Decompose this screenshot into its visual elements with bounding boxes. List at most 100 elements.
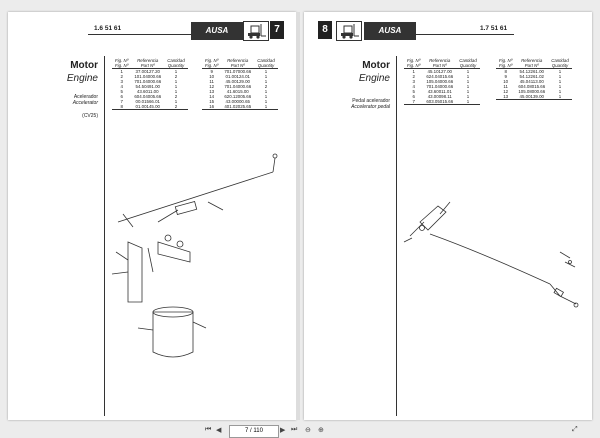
cell-fig: 2 — [120, 74, 123, 79]
last-page-icon[interactable]: ⏭ — [291, 426, 298, 433]
cell-ref: 701.04000.66 — [134, 79, 162, 84]
cell-ref: 43.6011.00 — [136, 89, 159, 94]
cell-fig: 13 — [496, 94, 516, 100]
viewer-toolbar: ⏮ ◀ ▶ ⏭ ⊖ ⊕ ⤢ — [0, 423, 600, 438]
cell-qty: 1 — [264, 89, 268, 94]
cell-qty: 1 — [466, 79, 470, 84]
cell-fig: 8 — [504, 69, 507, 74]
cell-ref: 604.04005.66 — [134, 94, 162, 99]
cell-qty: 2 — [174, 74, 178, 79]
page-code: 1.6 51 61 — [94, 25, 122, 32]
cell-ref: 01.00124.01 — [225, 74, 250, 79]
section-title: Motor — [362, 60, 390, 71]
cell-qty: 1 — [174, 89, 178, 94]
cell-ref: 701.07000.66 — [224, 69, 252, 74]
cell-ref: 105.08000.66 — [518, 89, 546, 94]
cell-qty: 1 — [558, 69, 562, 74]
column-divider — [104, 56, 105, 416]
cell-qty: 1 — [174, 69, 178, 74]
cell-fig: 1 — [412, 69, 415, 74]
table-row: 13 41.6015.00 1 — [202, 89, 278, 94]
zoom-out-icon[interactable]: ⊖ — [305, 427, 311, 434]
cell-qty: 1 — [466, 84, 470, 89]
cell-fig: 14 — [209, 94, 215, 99]
cell-fig: 16 — [202, 104, 222, 110]
cell-fig: 4 — [412, 84, 415, 89]
cell-ref: 701.04000.66 — [426, 84, 454, 89]
cell-ref: 43.00098.11 — [427, 94, 452, 99]
cell-fig: 11 — [209, 79, 214, 84]
cell-ref: 41.6015.00 — [226, 89, 249, 94]
cell-fig: 12 — [503, 89, 509, 94]
cell-fig: 3 — [412, 79, 415, 84]
first-page-icon[interactable]: ⏮ — [205, 426, 212, 433]
forklift-icon — [336, 21, 362, 41]
cell-ref: 603.05015.66 — [423, 99, 457, 105]
page-gutter — [296, 12, 300, 420]
fullscreen-icon[interactable]: ⤢ — [572, 426, 578, 433]
page-number-badge: 8 — [318, 21, 332, 39]
previous-page-icon[interactable]: ◀ — [216, 427, 222, 434]
cell-fig: 7 — [120, 99, 123, 104]
table-row: 4 701.04000.66 1 — [404, 84, 480, 89]
cell-ref: 101.04000.66 — [134, 74, 162, 79]
zoom-in-icon[interactable]: ⊕ — [318, 427, 324, 434]
cell-qty: 1 — [264, 69, 268, 74]
cell-qty: 1 — [466, 69, 470, 74]
cell-qty: 1 — [174, 99, 178, 104]
cell-ref: 401.02025.65 — [221, 104, 255, 110]
cell-fig: 5 — [120, 89, 123, 94]
table-row: 12 105.08000.66 1 — [496, 89, 572, 94]
table-row: 3 701.04000.66 1 — [112, 79, 188, 84]
cell-qty: 1 — [558, 89, 562, 94]
cell-fig: 8 — [112, 104, 132, 110]
cell-qty: 1 — [466, 94, 470, 99]
next-page-icon[interactable]: ▶ — [280, 427, 286, 434]
cell-fig: 3 — [120, 79, 123, 84]
cell-fig: 1 — [120, 69, 123, 74]
cell-ref: 45.00139.00 — [515, 94, 549, 100]
accelerator-pedal-diagram — [403, 201, 579, 308]
cell-fig: 10 — [503, 79, 509, 84]
cell-qty: 1 — [466, 89, 470, 94]
cell-fig: 15 — [209, 99, 215, 104]
table-row: 9 701.07000.66 1 — [202, 69, 278, 75]
cell-qty: 1 — [174, 79, 178, 84]
cell-qty: 1 — [264, 99, 268, 104]
cell-fig: 9 — [504, 74, 507, 79]
cell-ref: 43.00000.65 — [225, 99, 250, 104]
cell-ref: 43.60011.01 — [427, 89, 452, 94]
page-left: 1.6 51 61 AUSA 7 Motor Engine Acelerador… — [8, 12, 296, 420]
cell-qty: 1 — [264, 79, 268, 84]
cell-qty: 2 — [264, 84, 268, 89]
cell-qty: 1 — [264, 74, 268, 79]
cell-qty: 1 — [254, 104, 278, 110]
part-name-en: Accelerator pedal — [351, 104, 390, 110]
section-subtitle: Engine — [66, 73, 98, 84]
cell-ref: 45.00129.00 — [225, 79, 250, 84]
page-number-input[interactable] — [229, 425, 279, 438]
cell-ref: 624.04015.66 — [426, 74, 454, 79]
cell-ref: 45.04113.00 — [519, 79, 544, 84]
cell-qty: 1 — [558, 74, 562, 79]
cell-fig: 13 — [209, 89, 215, 94]
cell-fig: 9 — [210, 69, 213, 74]
page-number-badge: 7 — [270, 21, 284, 39]
cell-fig: 7 — [404, 99, 424, 105]
